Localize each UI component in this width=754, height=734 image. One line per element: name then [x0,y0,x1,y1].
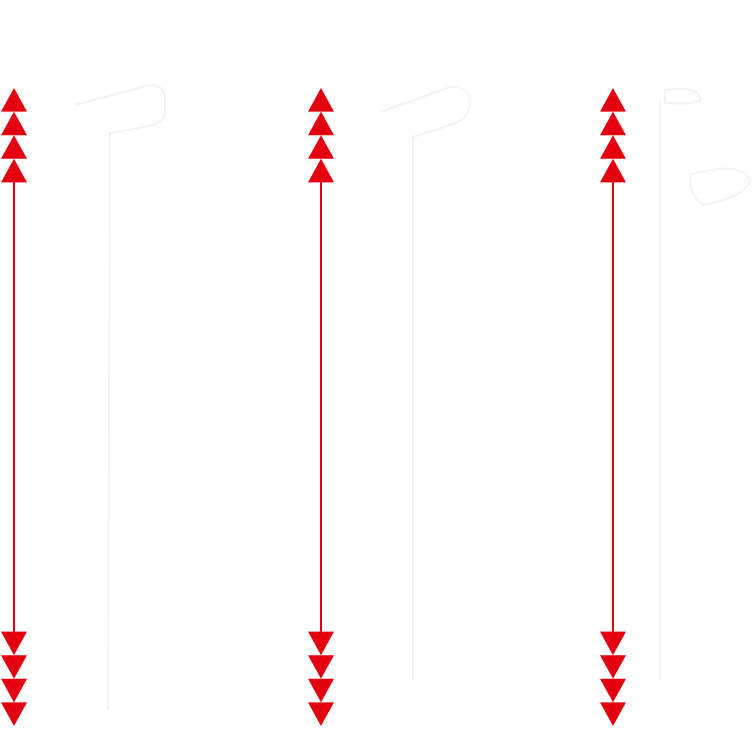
arrowhead-up-icon [308,135,334,159]
arrowhead-up-icon [600,88,626,112]
arrowhead-up-icon [600,158,626,183]
arrowhead-down-icon [1,631,27,656]
double-arrow-right [600,88,626,726]
arrowhead-down-icon [308,702,334,726]
arrowhead-down-icon [600,702,626,726]
arrowhead-up-icon [1,135,27,159]
double-arrow-middle [308,88,334,726]
arrowhead-down-icon [1,702,27,726]
arrowhead-down-icon [600,631,626,656]
arrowhead-up-icon [600,111,626,136]
faint-flag-shape-2 [379,85,472,680]
arrowhead-up-icon [1,111,27,136]
arrowhead-up-icon [308,158,334,183]
arrowhead-down-icon [308,631,334,656]
arrowhead-up-icon [308,88,334,112]
faint-flag-shape-1 [74,83,166,711]
arrowhead-up-icon [308,111,334,136]
arrowhead-down-icon [600,655,626,679]
arrowhead-down-icon [308,655,334,679]
arrowhead-up-icon [1,158,27,183]
arrowhead-down-icon [600,678,626,703]
arrowhead-down-icon [308,678,334,703]
arrowhead-down-icon [1,655,27,679]
arrowhead-down-icon [1,678,27,703]
faint-background-shapes [74,83,752,711]
arrowhead-up-icon [1,88,27,112]
faint-pill-shape [664,87,752,207]
double-arrow-left [1,88,27,726]
arrowhead-up-icon [600,135,626,159]
